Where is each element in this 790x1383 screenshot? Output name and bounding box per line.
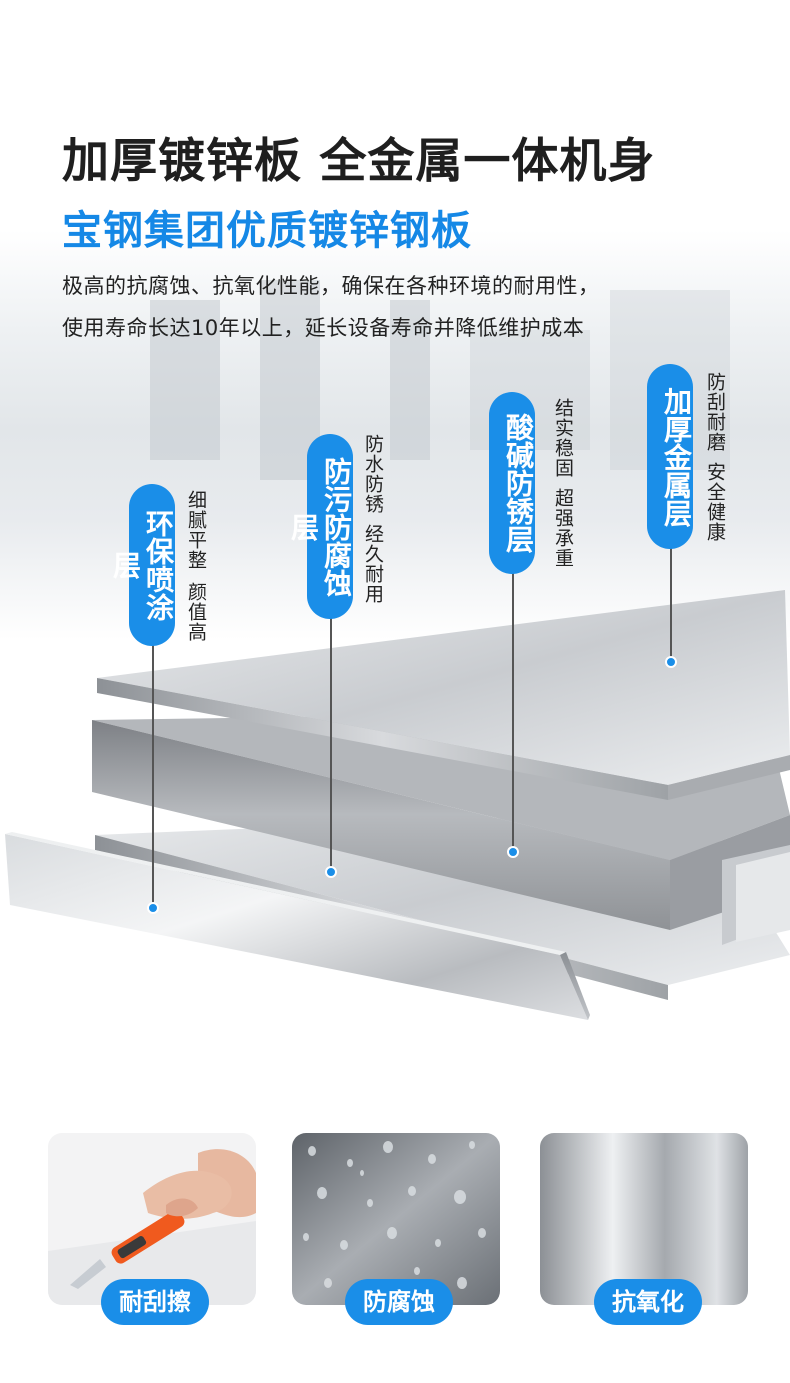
- marker-dot-spray-layer: [147, 902, 159, 914]
- leader-line-metal-layer: [670, 546, 672, 662]
- background-cabinet: [390, 300, 430, 460]
- layer-note-spray-2: 颜值高: [185, 582, 207, 642]
- layer-note-acid-2: 超强承重: [552, 488, 574, 568]
- layer-note-metal-2: 安全健康: [704, 462, 726, 542]
- layer-label-spray: 环保喷涂层: [109, 484, 175, 646]
- layer-note-metal-1: 防刮耐磨: [704, 372, 726, 452]
- background-shelf: [150, 300, 220, 460]
- layer-note-antifouling-2: 经久耐用: [362, 524, 384, 604]
- leader-line-spray-layer: [152, 640, 154, 908]
- description-line-2: 使用寿命长达10年以上，延长设备寿命并降低维护成本: [62, 316, 585, 340]
- feature-card-corrosion: [292, 1133, 500, 1305]
- water-droplets-icon: [292, 1133, 500, 1305]
- brushed-metal-icon: [540, 1133, 748, 1305]
- layer-note-antifouling-1: 防水防锈: [362, 434, 384, 514]
- layer-label-acid: 酸碱防锈层: [489, 392, 535, 574]
- leader-line-antifouling-layer: [330, 616, 332, 872]
- knife-scratch-icon: [48, 1133, 256, 1305]
- page-subtitle: 宝钢集团优质镀锌钢板: [62, 208, 472, 254]
- layer-note-spray-1: 细腻平整: [185, 490, 207, 570]
- layer-note-acid-1: 结实稳固: [552, 398, 574, 478]
- marker-dot-acid-layer: [507, 846, 519, 858]
- page-title: 加厚镀锌板 全金属一体机身: [62, 134, 656, 189]
- feature-label-corrosion: 防腐蚀: [345, 1279, 453, 1325]
- marker-dot-metal-layer: [665, 656, 677, 668]
- feature-card-scratch: [48, 1133, 256, 1305]
- leader-line-acid-layer: [512, 570, 514, 852]
- layer-label-metal: 加厚金属层: [647, 364, 693, 549]
- feature-label-scratch: 耐刮擦: [101, 1279, 209, 1325]
- feature-label-oxidation: 抗氧化: [594, 1279, 702, 1325]
- description-line-1: 极高的抗腐蚀、抗氧化性能，确保在各种环境的耐用性，: [62, 274, 600, 298]
- feature-card-oxidation: [540, 1133, 748, 1305]
- marker-dot-antifouling-layer: [325, 866, 337, 878]
- layer-label-antifouling: 防污防腐蚀层: [287, 434, 353, 619]
- steel-plate-layers-illustration: [5, 590, 790, 1020]
